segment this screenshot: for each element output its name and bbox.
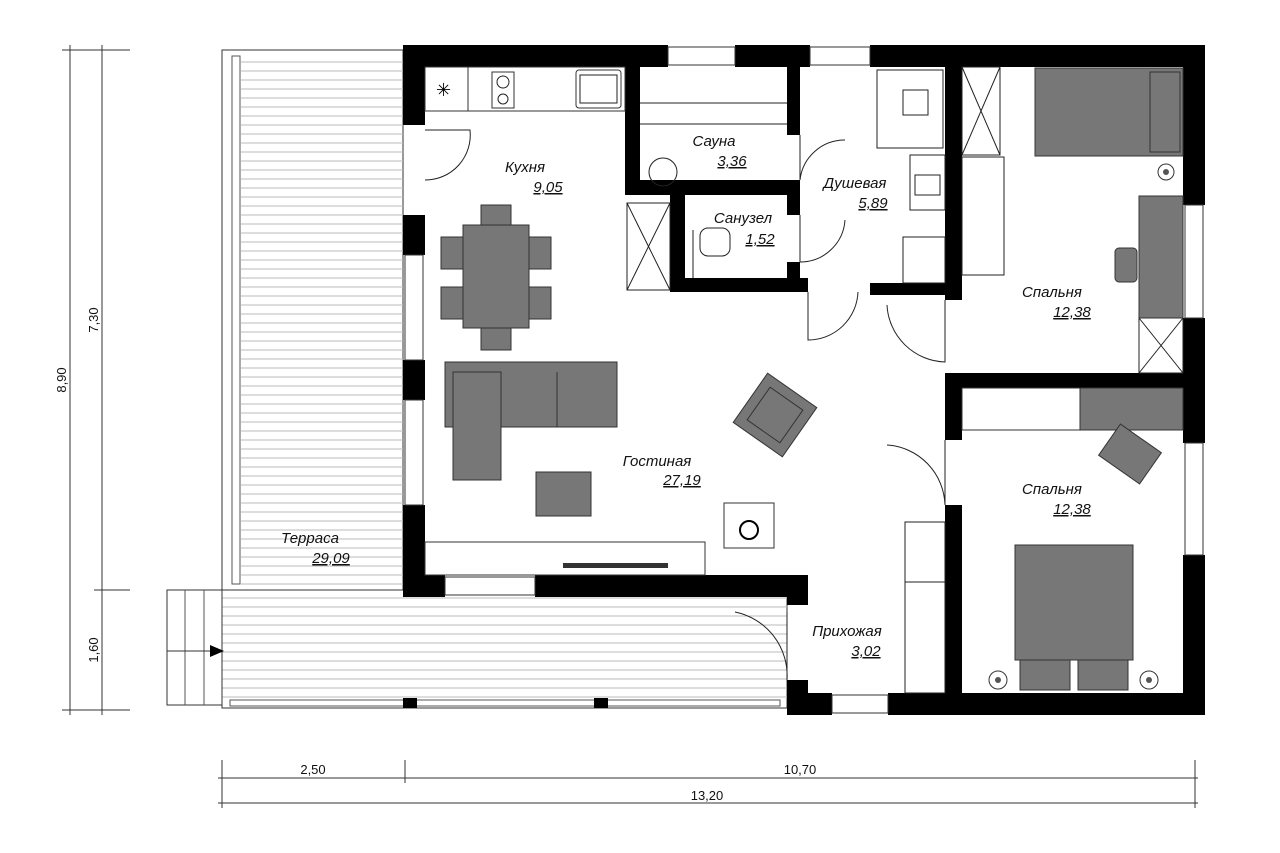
room-name-terrace: Терраса (281, 530, 339, 547)
chair (1097, 423, 1163, 485)
fireplace-icon (739, 520, 759, 540)
room-labels: Кухня 9,05 Сауна 3,36 Санузел 1,52 Душев… (281, 133, 1091, 660)
wardrobe-1 (961, 66, 1184, 374)
kitchen-counter: ✳ (424, 66, 626, 112)
hallway-wardrobe (904, 521, 946, 694)
room-area-shower: 5,89 (858, 195, 888, 212)
storage-cabinet (626, 202, 671, 291)
dim-height-total: 8,90 (54, 367, 69, 392)
dim-width-house: 10,70 (784, 762, 817, 777)
room-area-bedroom-1: 12,38 (1053, 304, 1091, 321)
terrace (221, 49, 788, 709)
sink-icon (575, 69, 622, 109)
sauna-benches (640, 102, 787, 187)
room-area-terrace: 29,09 (311, 550, 350, 567)
armchair (732, 372, 818, 458)
sofa (444, 361, 618, 517)
room-name-shower: Душевая (822, 175, 887, 192)
bed-1 (1034, 67, 1184, 181)
hood-icon: ✳ (436, 80, 451, 101)
tv-stand (424, 541, 706, 576)
room-area-hallway: 3,02 (851, 643, 881, 660)
room-area-sauna: 3,36 (717, 153, 747, 170)
entrance-steps (166, 589, 224, 706)
shower (876, 69, 946, 284)
tv (563, 563, 668, 568)
room-area-living: 27,19 (662, 472, 701, 489)
stove-icon (491, 71, 515, 109)
dim-height-house: 7,30 (86, 307, 101, 332)
bed-2 (988, 544, 1159, 691)
room-name-living: Гостиная (623, 453, 692, 470)
entry-arrow-icon (210, 645, 224, 657)
windows (404, 46, 1204, 714)
toilet (692, 227, 731, 278)
dim-width-terrace: 2,50 (300, 762, 325, 777)
room-name-bedroom-1: Спальня (1022, 284, 1082, 301)
room-name-kitchen: Кухня (505, 159, 545, 176)
room-name-bedroom-2: Спальня (1022, 481, 1082, 498)
room-area-kitchen: 9,05 (533, 179, 563, 196)
wardrobe-2 (961, 387, 1184, 431)
dim-height-terrace: 1,60 (86, 637, 101, 662)
room-area-bedroom-2: 12,38 (1053, 501, 1091, 518)
dim-width-total: 13,20 (691, 788, 724, 803)
dimension-lines (62, 45, 1198, 808)
office-chair (1114, 247, 1138, 283)
room-name-hallway: Прихожая (812, 623, 882, 640)
room-area-bathroom: 1,52 (745, 231, 775, 248)
room-name-sauna: Сауна (693, 133, 736, 150)
doors (424, 129, 946, 681)
dining-table (440, 204, 552, 351)
desk (1138, 195, 1184, 319)
walls (403, 45, 1205, 715)
room-name-bathroom: Санузел (714, 210, 773, 227)
